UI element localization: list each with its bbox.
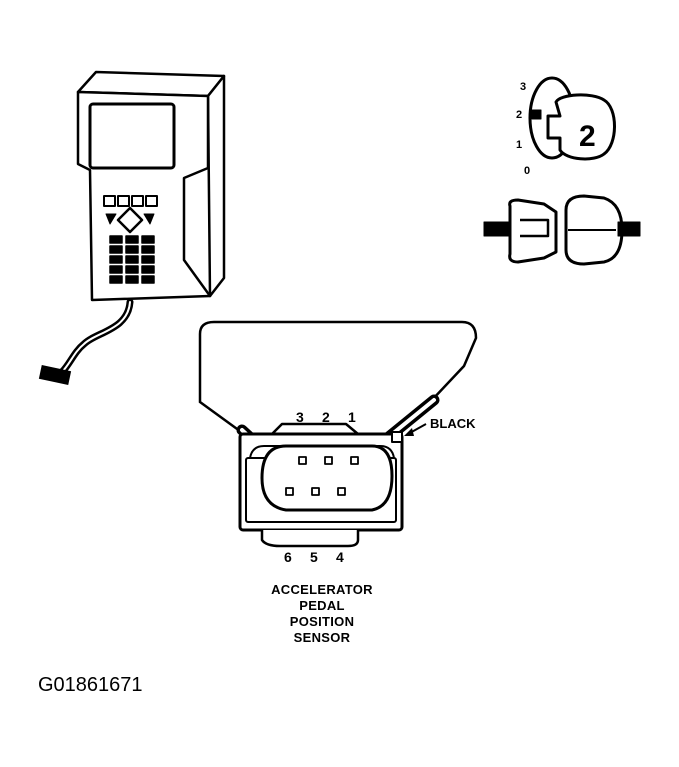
- pin-hole-4: [337, 487, 346, 496]
- cable-plug: [38, 365, 72, 385]
- ignition-pos-3: 3: [520, 81, 526, 93]
- figure-id: G01861671: [38, 674, 143, 696]
- sensor-caption-line-4: SENSOR: [294, 630, 351, 645]
- scan-tool-cable: [58, 298, 134, 376]
- black-wire-callout: BLACK: [404, 416, 476, 436]
- black-wire-label: BLACK: [430, 416, 476, 431]
- pin-hole-2: [324, 456, 333, 465]
- pin-hole-1: [350, 456, 359, 465]
- ignition-key: 2: [546, 93, 616, 161]
- ignition-pos-2: 2: [516, 109, 522, 121]
- pin-label-1: 1: [348, 409, 356, 425]
- pin-hole-3: [298, 456, 307, 465]
- pin-hole-5: [311, 487, 320, 496]
- test-lead-loop: [198, 320, 478, 436]
- pin-label-6: 6: [284, 549, 292, 565]
- pin-label-5: 5: [310, 549, 318, 565]
- pin-label-4: 4: [336, 549, 344, 565]
- ignition-pos-1: 1: [516, 139, 522, 151]
- sensor-caption: ACCELERATOR PEDAL POSITION SENSOR: [271, 582, 373, 645]
- bottom-pin-numbers: 6 5 4: [284, 549, 344, 565]
- connector-pair: [483, 194, 641, 266]
- top-pin-numbers: 3 2 1: [296, 409, 356, 425]
- pin-label-3: 3: [296, 409, 304, 425]
- sensor-caption-line-1: ACCELERATOR: [271, 582, 373, 597]
- scan-tool: [76, 70, 226, 302]
- scan-tool-screen: [88, 102, 176, 170]
- ignition-key-number: 2: [579, 120, 596, 153]
- ignition-position-labels: 3 2 1 0: [516, 81, 530, 177]
- sensor-caption-line-2: PEDAL: [299, 598, 345, 613]
- pin-label-2: 2: [322, 409, 330, 425]
- sensor-caption-line-3: POSITION: [290, 614, 355, 629]
- pin-hole-6: [285, 487, 294, 496]
- ignition-pos-0: 0: [524, 165, 530, 177]
- sensor-connector: [238, 422, 404, 548]
